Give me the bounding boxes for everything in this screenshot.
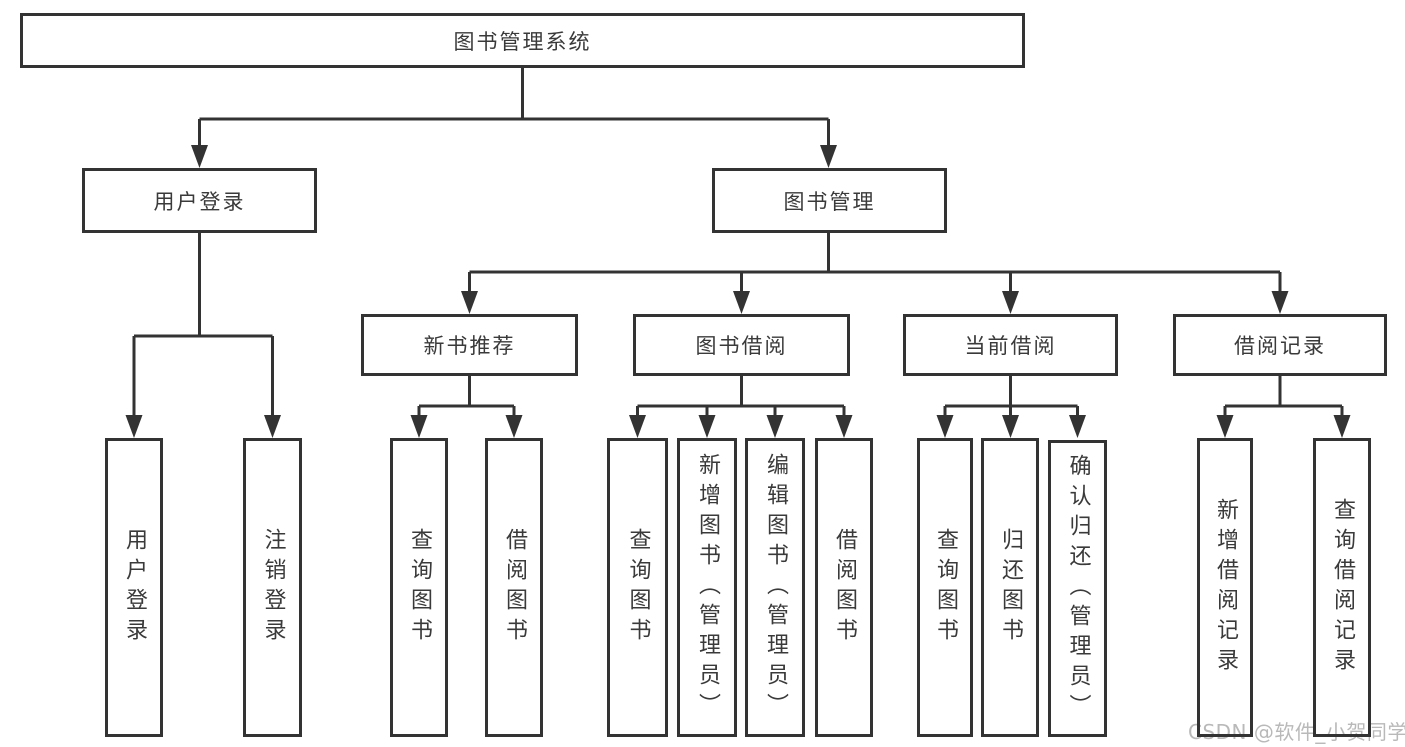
node-query-books-2: 查询图书 [607,438,668,737]
node-new-book-recommend: 新书推荐 [361,314,578,376]
node-edit-books-admin: 编辑图书（管理员） [745,438,805,737]
node-logout: 注销登录 [243,438,302,737]
node-confirm-return-admin: 确认归还（管理员） [1048,440,1107,737]
node-label: 确认归还（管理员） [1065,453,1091,724]
node-label: 查询图书 [407,527,432,648]
arrowhead-icons [125,145,1351,438]
node-borrow-records: 借阅记录 [1173,314,1387,376]
node-book-management: 图书管理 [712,168,947,233]
node-borrow-books-1: 借阅图书 [485,438,543,737]
node-query-books-3: 查询图书 [917,438,973,737]
node-add-borrow-record: 新增借阅记录 [1197,438,1253,737]
node-borrow-books-2: 借阅图书 [815,438,873,737]
node-label: 新增图书（管理员） [695,452,720,723]
node-query-borrow-record: 查询借阅记录 [1313,438,1371,737]
node-label: 查询图书 [933,527,958,648]
node-label: 借阅图书 [502,527,527,648]
node-book-borrow: 图书借阅 [633,314,850,376]
node-label: 用户登录 [122,527,147,648]
node-user-login-leaf: 用户登录 [105,438,163,737]
node-label: 新增借阅记录 [1213,497,1238,678]
node-label: 借阅图书 [832,527,857,648]
node-user-login: 用户登录 [82,168,317,233]
node-add-books-admin: 新增图书（管理员） [677,438,737,737]
node-label: 编辑图书（管理员） [763,452,788,723]
node-current-borrow: 当前借阅 [903,314,1118,376]
node-label: 归还图书 [998,527,1023,648]
node-return-books: 归还图书 [981,438,1039,737]
node-query-books-1: 查询图书 [390,438,448,737]
node-label: 注销登录 [260,527,286,648]
node-label: 查询借阅记录 [1330,497,1355,678]
node-label: 查询图书 [625,527,651,648]
node-library-management-system: 图书管理系统 [20,13,1025,68]
